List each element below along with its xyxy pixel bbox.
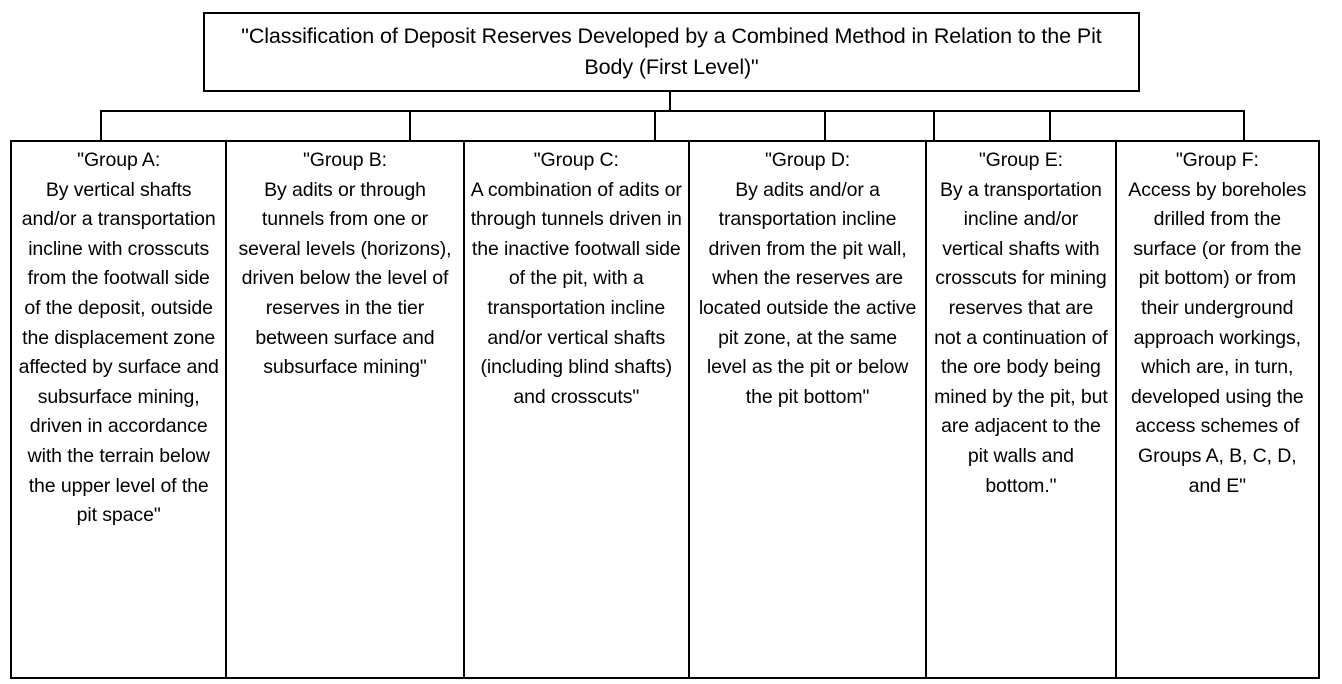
connector-drop-group-b [409, 110, 411, 142]
diagram-title-box: "Classification of Deposit Reserves Deve… [203, 12, 1140, 92]
connector-bus-line [100, 110, 1245, 112]
connector-drop-group-a [100, 110, 102, 142]
group-e-text: "Group E: By a transportation incline an… [934, 149, 1108, 497]
group-b-text: "Group B: By adits or through tunnels fr… [238, 149, 452, 379]
connector-drop-group-e-alt [1049, 110, 1051, 142]
group-box-e: "Group E: By a transportation incline an… [927, 142, 1117, 677]
group-box-b: "Group B: By adits or through tunnels fr… [227, 142, 465, 677]
group-f-text: "Group F: Access by boreholes drilled fr… [1128, 149, 1307, 497]
group-box-d: "Group D: By adits and/or a transportati… [689, 142, 928, 677]
connector-title-stem [669, 92, 671, 112]
connector-drop-group-d [824, 110, 826, 142]
connector-drop-group-e [933, 110, 935, 142]
group-boxes-row: "Group A: By vertical shafts and/or a tr… [10, 140, 1320, 679]
connector-drop-group-f [1243, 110, 1245, 142]
group-box-a: "Group A: By vertical shafts and/or a tr… [12, 142, 228, 677]
diagram-title-text: "Classification of Deposit Reserves Deve… [241, 24, 1102, 79]
group-a-text: "Group A: By vertical shafts and/or a tr… [18, 149, 219, 527]
group-box-c: "Group C: A combination of adits or thro… [464, 142, 690, 677]
group-box-f: "Group F: Access by boreholes drilled fr… [1116, 142, 1318, 677]
group-d-text: "Group D: By adits and/or a transportati… [698, 149, 917, 408]
group-c-text: "Group C: A combination of adits or thro… [470, 149, 682, 408]
connector-drop-group-c [654, 110, 656, 142]
